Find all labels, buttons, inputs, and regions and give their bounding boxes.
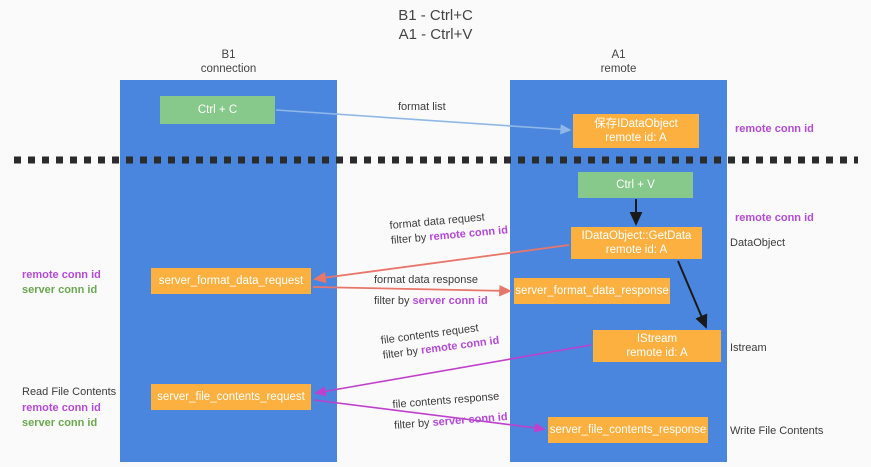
- annotation-left-remote-conn-id-2: remote conn id: [22, 402, 101, 414]
- edge-label-format-data-request: format data request filter by remote con…: [389, 208, 509, 249]
- annotation-right-remote-conn-id-top: remote conn id: [735, 123, 814, 135]
- edge-label-format-data-response: format data response filter by server co…: [374, 273, 488, 309]
- annotation-right-remote-conn-id-mid: remote conn id: [735, 212, 814, 224]
- edge-label-format-data-response-text: format data response: [374, 274, 478, 286]
- lane-header-a1-sub: remote: [600, 63, 637, 75]
- box-idataobject[interactable]: 保存IDataObject remote id: A: [573, 114, 699, 148]
- edge-label-fcreq-filter-prefix: filter by: [382, 344, 422, 362]
- edge-label-fcres-filter-prefix: filter by: [393, 416, 434, 432]
- edge-label-file-contents-request: file contents request filter by remote c…: [380, 319, 500, 364]
- annotation-left-server-conn-id-2: server conn id: [22, 416, 98, 429]
- annotation-left-conn-ids: remote conn id server conn id: [22, 268, 101, 297]
- lane-header-a1-name: A1: [611, 49, 626, 61]
- box-ctrl-c-label: Ctrl + C: [197, 104, 238, 116]
- annotation-left-read-file-contents: Read File Contents: [22, 386, 117, 398]
- edge-label-file-contents-response: file contents response filter by server …: [392, 389, 508, 434]
- edge-label-fdres-filter-prefix: filter by: [374, 295, 413, 307]
- edge-label-file-contents-response-text: file contents response: [392, 390, 500, 411]
- box-server-format-data-request-label: server_format_data_request: [158, 275, 304, 287]
- box-ctrl-v-label: Ctrl + V: [616, 179, 655, 191]
- annotation-left-server-conn-id: server conn id: [22, 283, 98, 296]
- box-server-format-data-response-label: server_format_data_response: [515, 285, 669, 297]
- box-ctrl-c[interactable]: Ctrl + C: [160, 96, 275, 124]
- edge-label-fcres-filter-key: server conn id: [432, 411, 509, 429]
- box-server-file-contents-request[interactable]: server_file_contents_request: [151, 384, 311, 410]
- box-istream[interactable]: IStream remote id: A: [593, 330, 721, 362]
- box-getdata-line1: IDataObject::GetData: [581, 230, 692, 242]
- box-server-file-contents-response[interactable]: server_file_contents_response: [548, 417, 708, 443]
- box-server-format-data-request[interactable]: server_format_data_request: [151, 268, 311, 294]
- annotation-right-istream: Istream: [730, 342, 767, 354]
- annotation-right-write-file-contents: Write File Contents: [730, 425, 824, 437]
- annotation-left-remote-conn-id: remote conn id: [22, 269, 101, 281]
- lane-header-b1-name: B1: [221, 49, 236, 61]
- box-server-file-contents-request-label: server_file_contents_request: [157, 391, 305, 403]
- edge-label-fdreq-filter-prefix: filter by: [390, 231, 430, 247]
- box-idataobject-line1: 保存IDataObject: [594, 118, 678, 130]
- box-getdata-line2: remote id: A: [605, 244, 668, 256]
- box-ctrl-v[interactable]: Ctrl + V: [578, 172, 693, 198]
- lane-header-b1-sub: connection: [200, 63, 257, 75]
- box-idataobject-line2: remote id: A: [605, 132, 667, 144]
- edge-label-fdres-filter-key: server conn id: [412, 295, 488, 307]
- box-istream-line1: IStream: [636, 333, 678, 345]
- box-server-file-contents-response-label: server_file_contents_response: [549, 424, 707, 436]
- box-server-format-data-response[interactable]: server_format_data_response: [514, 278, 670, 304]
- box-idataobject-getdata[interactable]: IDataObject::GetData remote id: A: [571, 227, 702, 259]
- lane-header-a1: A1 remote: [510, 48, 727, 76]
- annotation-right-dataobject: DataObject: [730, 237, 786, 249]
- box-istream-line2: remote id: A: [626, 347, 688, 359]
- annotation-left-conn-ids-2: remote conn id server conn id: [22, 401, 101, 430]
- page-title: B1 - Ctrl+C A1 - Ctrl+V: [0, 6, 871, 44]
- edge-label-format-list: format list: [398, 100, 446, 115]
- edge-label-format-list-text: format list: [398, 101, 446, 113]
- title-line-1: B1 - Ctrl+C: [398, 7, 473, 24]
- title-line-2: A1 - Ctrl+V: [398, 26, 473, 43]
- lane-header-b1: B1 connection: [120, 48, 337, 76]
